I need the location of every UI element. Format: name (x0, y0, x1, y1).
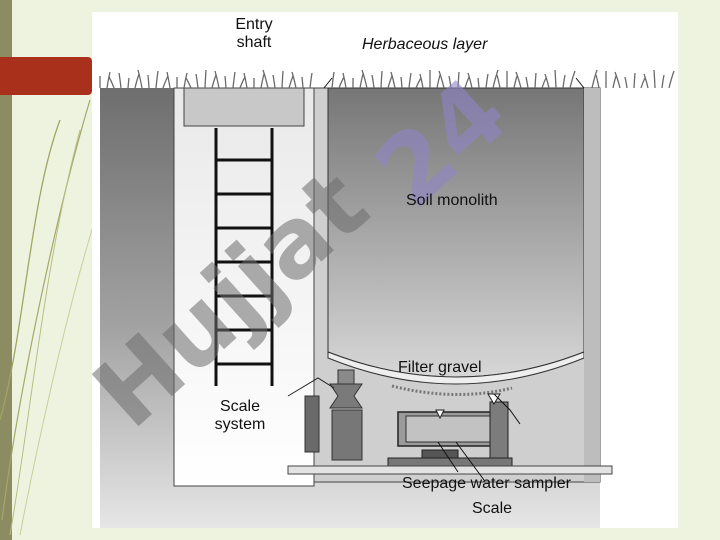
grass-blade (147, 74, 150, 89)
grass-blade (525, 76, 529, 89)
grass-blade (185, 77, 192, 89)
grass-blade (633, 72, 636, 89)
grass-blade (515, 71, 522, 89)
grass-blade (371, 74, 375, 89)
grass-blade (183, 72, 188, 89)
grass-blade (195, 73, 199, 89)
grass-blade (643, 73, 649, 89)
grass-blade (492, 69, 499, 89)
grass-blade (614, 71, 621, 89)
grass-blade (380, 70, 383, 89)
grass-blade (485, 73, 489, 89)
grass-blade (591, 69, 598, 89)
grass-blade (342, 72, 347, 89)
label-filter-gravel: Filter gravel (398, 359, 482, 376)
grass-blade (166, 71, 171, 89)
leader-lines (323, 77, 585, 481)
grass-blade (224, 75, 227, 89)
grass-blade (243, 72, 248, 89)
grass-blade (562, 74, 566, 89)
accent-tab (0, 57, 92, 95)
grass-blade (612, 75, 617, 89)
grass-blade (127, 77, 130, 89)
grass-blade (387, 75, 393, 89)
ladder (214, 128, 274, 386)
grass-blade (361, 69, 368, 89)
grass-blade (162, 75, 169, 89)
grass-blade (262, 69, 269, 89)
shaft-cover (183, 87, 305, 127)
grass-blade (569, 70, 576, 89)
grass-blade (155, 70, 159, 89)
grass-blade (400, 76, 403, 89)
grass-blade (359, 73, 364, 89)
grass-blade (309, 72, 313, 89)
grass-blade (106, 71, 111, 89)
grass-blade (668, 70, 675, 89)
grass-blade (534, 72, 537, 89)
grass-blade (464, 76, 470, 89)
floor-plate (287, 465, 613, 475)
lysimeter-diagram: Hujjat 24 Entry shaft Herbaceous layer S… (92, 12, 678, 528)
grass-blade (436, 74, 441, 89)
grass-blade (390, 71, 396, 89)
grass-blade (438, 70, 445, 89)
grass-blade (541, 77, 547, 89)
grass-blade (513, 75, 518, 89)
left-stripe (0, 0, 12, 540)
grass-blade (260, 73, 265, 89)
grass-blade (239, 76, 246, 89)
grass-blade (477, 77, 480, 89)
grass-blade (281, 70, 284, 89)
label-seepage-water-sampler: Seepage water sampler (402, 475, 571, 492)
grass-blade (640, 77, 646, 89)
label-herbaceous-layer: Herbaceous layer (362, 36, 488, 53)
herbaceous-layer-grass (99, 69, 675, 89)
grass-blade (653, 69, 656, 89)
label-scale-system: Scale system (214, 398, 266, 433)
grass-blade (204, 69, 207, 89)
label-entry-shaft: Entry shaft (235, 16, 273, 51)
grass-blade (118, 72, 122, 89)
grass-blade (554, 69, 557, 89)
label-scale: Scale (472, 500, 513, 517)
grass-blade (419, 73, 424, 89)
grass-blade (137, 69, 143, 89)
grass-blade (108, 76, 115, 89)
grass-blade (624, 76, 628, 89)
grass-blade (232, 71, 236, 89)
grass-blade (331, 71, 335, 89)
grass-blade (408, 72, 412, 89)
grass-blade (134, 73, 140, 89)
label-soil-monolith: Soil monolith (406, 192, 498, 209)
grass-blade (661, 74, 665, 89)
scale-system-device (287, 369, 363, 461)
grass-blade (448, 75, 452, 89)
grass-blade (272, 74, 276, 89)
grass-blade (457, 71, 460, 89)
grass-blade (595, 74, 600, 89)
lysimeter-drawing: Hujjat 24 (92, 56, 675, 528)
grass-blade (214, 70, 220, 89)
grass-blade (291, 71, 297, 89)
grass-blade (211, 74, 217, 89)
grass-blade (544, 73, 550, 89)
grass-blade (288, 75, 294, 89)
grass-blade (467, 72, 473, 89)
decorative-curves (0, 99, 96, 536)
grass-blade (338, 76, 345, 89)
grass-blade (301, 76, 304, 89)
grass-blade (496, 74, 501, 89)
